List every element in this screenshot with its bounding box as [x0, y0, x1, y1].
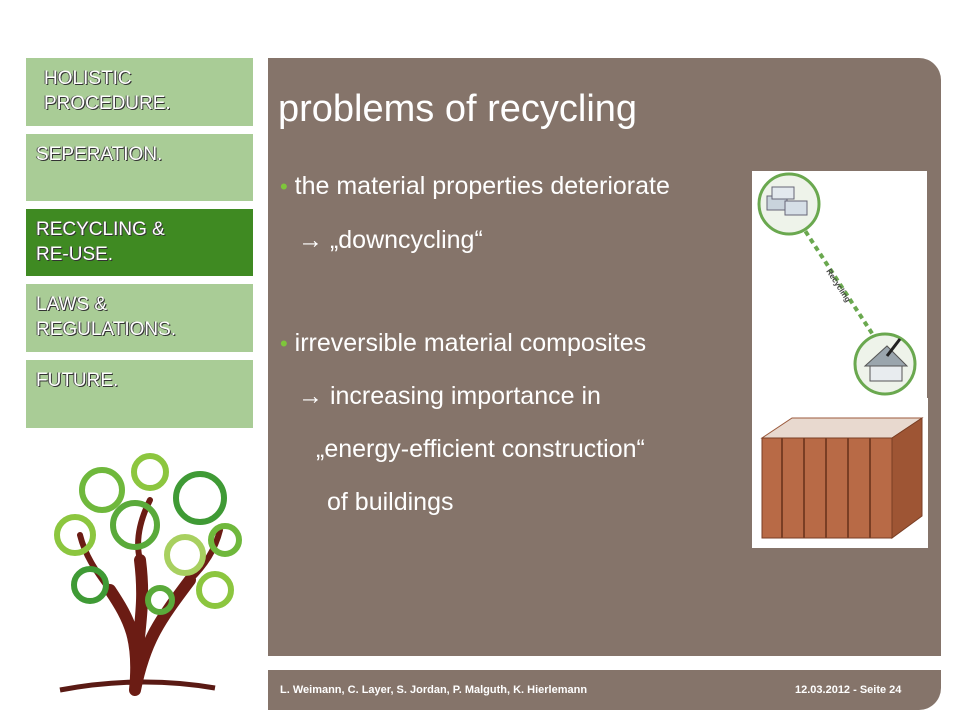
brick-illustration: [752, 398, 928, 548]
footer-date-page: 12.03.2012 - Seite 24: [795, 684, 902, 696]
recycling-diagram: Recycling: [752, 171, 927, 411]
nav-tab-label: RECYCLING & RE-USE.: [36, 219, 165, 265]
bullet-marker: •: [280, 331, 288, 356]
bullet-item: • the material properties deteriorate: [280, 172, 670, 201]
nav-tab-label: LAWS & REGULATIONS.: [36, 294, 177, 340]
bullet-item: • irreversible material composites: [280, 329, 646, 358]
nav-tab-label: SEPERATION.: [36, 144, 163, 165]
nav-tab-label: FUTURE.: [36, 370, 119, 391]
bullet-subitem: „energy-efficient construction“: [316, 435, 645, 463]
nav-tab-holistic-procedure[interactable]: HOLISTIC PROCEDURE.: [26, 58, 253, 126]
bullet-subitem: of buildings: [327, 488, 454, 516]
nav-tab-laws-regulations[interactable]: LAWS & REGULATIONS.: [26, 284, 253, 352]
bullet-subitem: → „downcycling“: [298, 226, 483, 254]
nav-tab-recycling-reuse[interactable]: RECYCLING & RE-USE.: [26, 209, 253, 276]
bullet-marker: •: [280, 174, 288, 199]
nav-tab-seperation[interactable]: SEPERATION.: [26, 134, 253, 201]
bullet-text: irreversible material composites: [294, 329, 647, 357]
nav-tab-label: HOLISTIC PROCEDURE.: [44, 68, 171, 114]
bullet-text: the material properties deteriorate: [294, 172, 670, 200]
footer-authors: L. Weimann, C. Layer, S. Jordan, P. Malg…: [280, 684, 588, 696]
recycling-tree-illustration: [54, 453, 242, 696]
footer-bar: [268, 670, 941, 710]
nav-tab-future[interactable]: FUTURE.: [26, 360, 253, 428]
bullet-subitem: → increasing importance in: [298, 382, 601, 410]
slide-title: problems of recycling: [278, 88, 638, 130]
